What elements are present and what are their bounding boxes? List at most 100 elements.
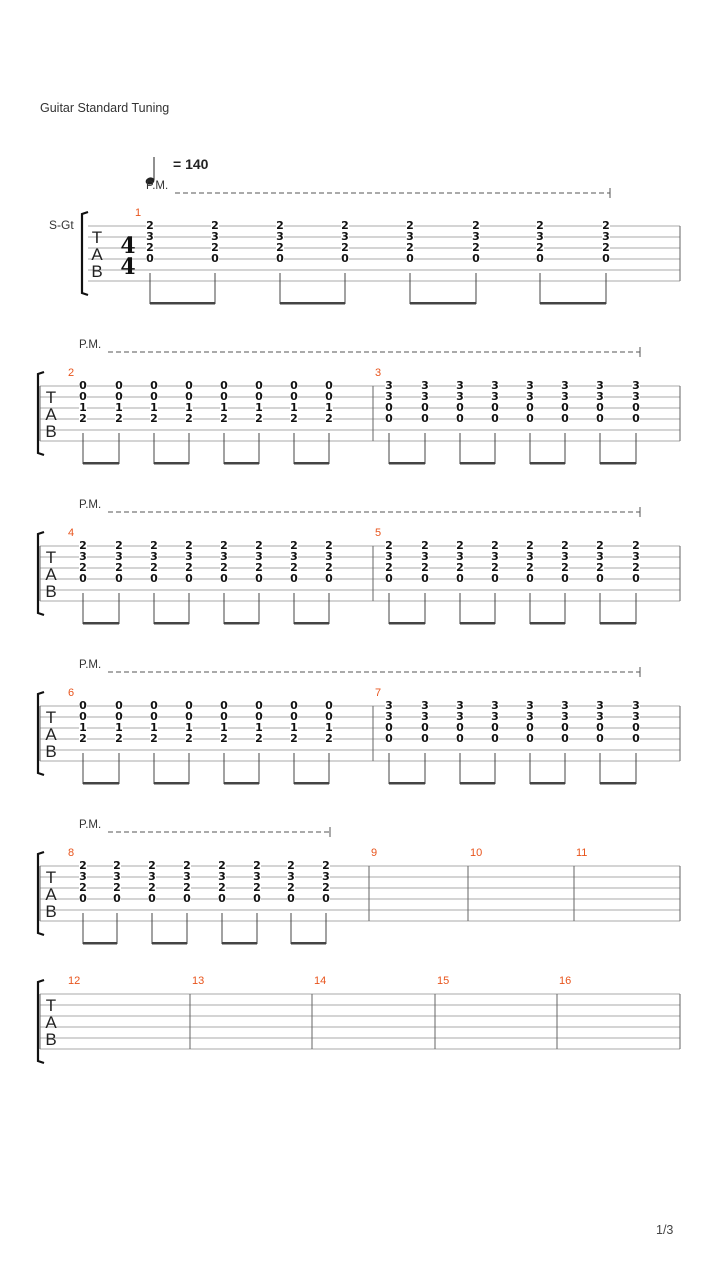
fret-bg	[255, 734, 263, 743]
fret-bg	[491, 563, 499, 572]
system-bracket	[36, 530, 45, 617]
fret-bg	[290, 381, 298, 390]
fret-bg	[526, 552, 534, 561]
eighth-beam	[222, 942, 257, 945]
fret-number: 0	[561, 572, 569, 585]
fret-bg	[79, 883, 87, 892]
fret-bg	[79, 712, 87, 721]
fret-bg	[185, 563, 193, 572]
fret-bg	[287, 894, 295, 903]
fret-number: 2	[456, 539, 464, 552]
fret-bg	[255, 381, 263, 390]
fret-number: 2	[150, 561, 158, 574]
fret-bg	[385, 381, 393, 390]
fret-bg	[561, 723, 569, 732]
fret-bg	[218, 861, 226, 870]
fret-number: 0	[115, 699, 123, 712]
fret-bg	[150, 701, 158, 710]
fret-bg	[526, 734, 534, 743]
fret-number: 2	[421, 561, 429, 574]
fret-bg	[421, 563, 429, 572]
fret-bg	[79, 563, 87, 572]
fret-bg	[561, 563, 569, 572]
fret-bg	[287, 872, 295, 881]
fret-bg	[220, 701, 228, 710]
fret-bg	[185, 541, 193, 550]
eighth-beam	[460, 782, 495, 785]
tab-letter: T	[46, 868, 56, 887]
fret-bg	[472, 243, 480, 252]
fret-number: 3	[526, 379, 534, 392]
fret-bg	[185, 392, 193, 401]
fret-number: 0	[146, 252, 154, 265]
fret-number: 0	[596, 732, 604, 745]
fret-bg	[456, 723, 464, 732]
fret-number: 0	[491, 401, 499, 414]
eighth-beam	[150, 302, 215, 305]
fret-number: 0	[421, 732, 429, 745]
fret-number: 3	[472, 230, 480, 243]
fret-bg	[218, 894, 226, 903]
fret-bg	[456, 392, 464, 401]
fret-number: 0	[79, 699, 87, 712]
fret-number: 2	[325, 412, 333, 425]
eighth-beam	[224, 462, 259, 465]
fret-number: 0	[561, 732, 569, 745]
fret-bg	[526, 414, 534, 423]
tab-letter: A	[45, 885, 57, 904]
fret-bg	[290, 392, 298, 401]
fret-number: 3	[456, 390, 464, 403]
fret-bg	[632, 574, 640, 583]
eighth-beam	[291, 942, 326, 945]
fret-number: 2	[526, 539, 534, 552]
fret-bg	[79, 574, 87, 583]
fret-bg	[561, 712, 569, 721]
fret-number: 2	[290, 412, 298, 425]
fret-bg	[220, 541, 228, 550]
fret-number: 2	[115, 561, 123, 574]
fret-number: 0	[185, 390, 193, 403]
fret-number: 0	[491, 732, 499, 745]
fret-number: 2	[322, 859, 330, 872]
fret-bg	[526, 381, 534, 390]
eighth-beam	[410, 302, 476, 305]
fret-bg	[79, 552, 87, 561]
fret-number: 0	[406, 252, 414, 265]
eighth-beam	[389, 622, 425, 625]
fret-bg	[526, 712, 534, 721]
tab-letter: A	[45, 1013, 57, 1032]
fret-number: 0	[456, 412, 464, 425]
fret-bg	[150, 403, 158, 412]
fret-bg	[255, 563, 263, 572]
fret-bg	[632, 541, 640, 550]
fret-number: 0	[218, 892, 226, 905]
fret-bg	[385, 723, 393, 732]
fret-bg	[325, 563, 333, 572]
fret-bg	[596, 712, 604, 721]
fret-bg	[341, 232, 349, 241]
fret-bg	[632, 392, 640, 401]
fret-bg	[632, 403, 640, 412]
fret-bg	[325, 574, 333, 583]
fret-bg	[526, 392, 534, 401]
fret-bg	[421, 541, 429, 550]
fret-bg	[255, 403, 263, 412]
fret-number: 0	[220, 699, 228, 712]
eighth-beam	[154, 782, 189, 785]
fret-bg	[276, 254, 284, 263]
fret-bg	[220, 723, 228, 732]
fret-number: 1	[290, 401, 298, 414]
tempo-marking: = 140	[173, 156, 208, 172]
fret-number: 0	[341, 252, 349, 265]
fret-bg	[385, 701, 393, 710]
fret-number: 0	[456, 721, 464, 734]
fret-bg	[290, 734, 298, 743]
fret-bg	[220, 414, 228, 423]
fret-bg	[421, 392, 429, 401]
fret-number: 3	[421, 710, 429, 723]
fret-bg	[632, 701, 640, 710]
fret-bg	[276, 221, 284, 230]
eighth-beam	[154, 622, 189, 625]
fret-number: 2	[290, 539, 298, 552]
fret-number: 2	[220, 539, 228, 552]
